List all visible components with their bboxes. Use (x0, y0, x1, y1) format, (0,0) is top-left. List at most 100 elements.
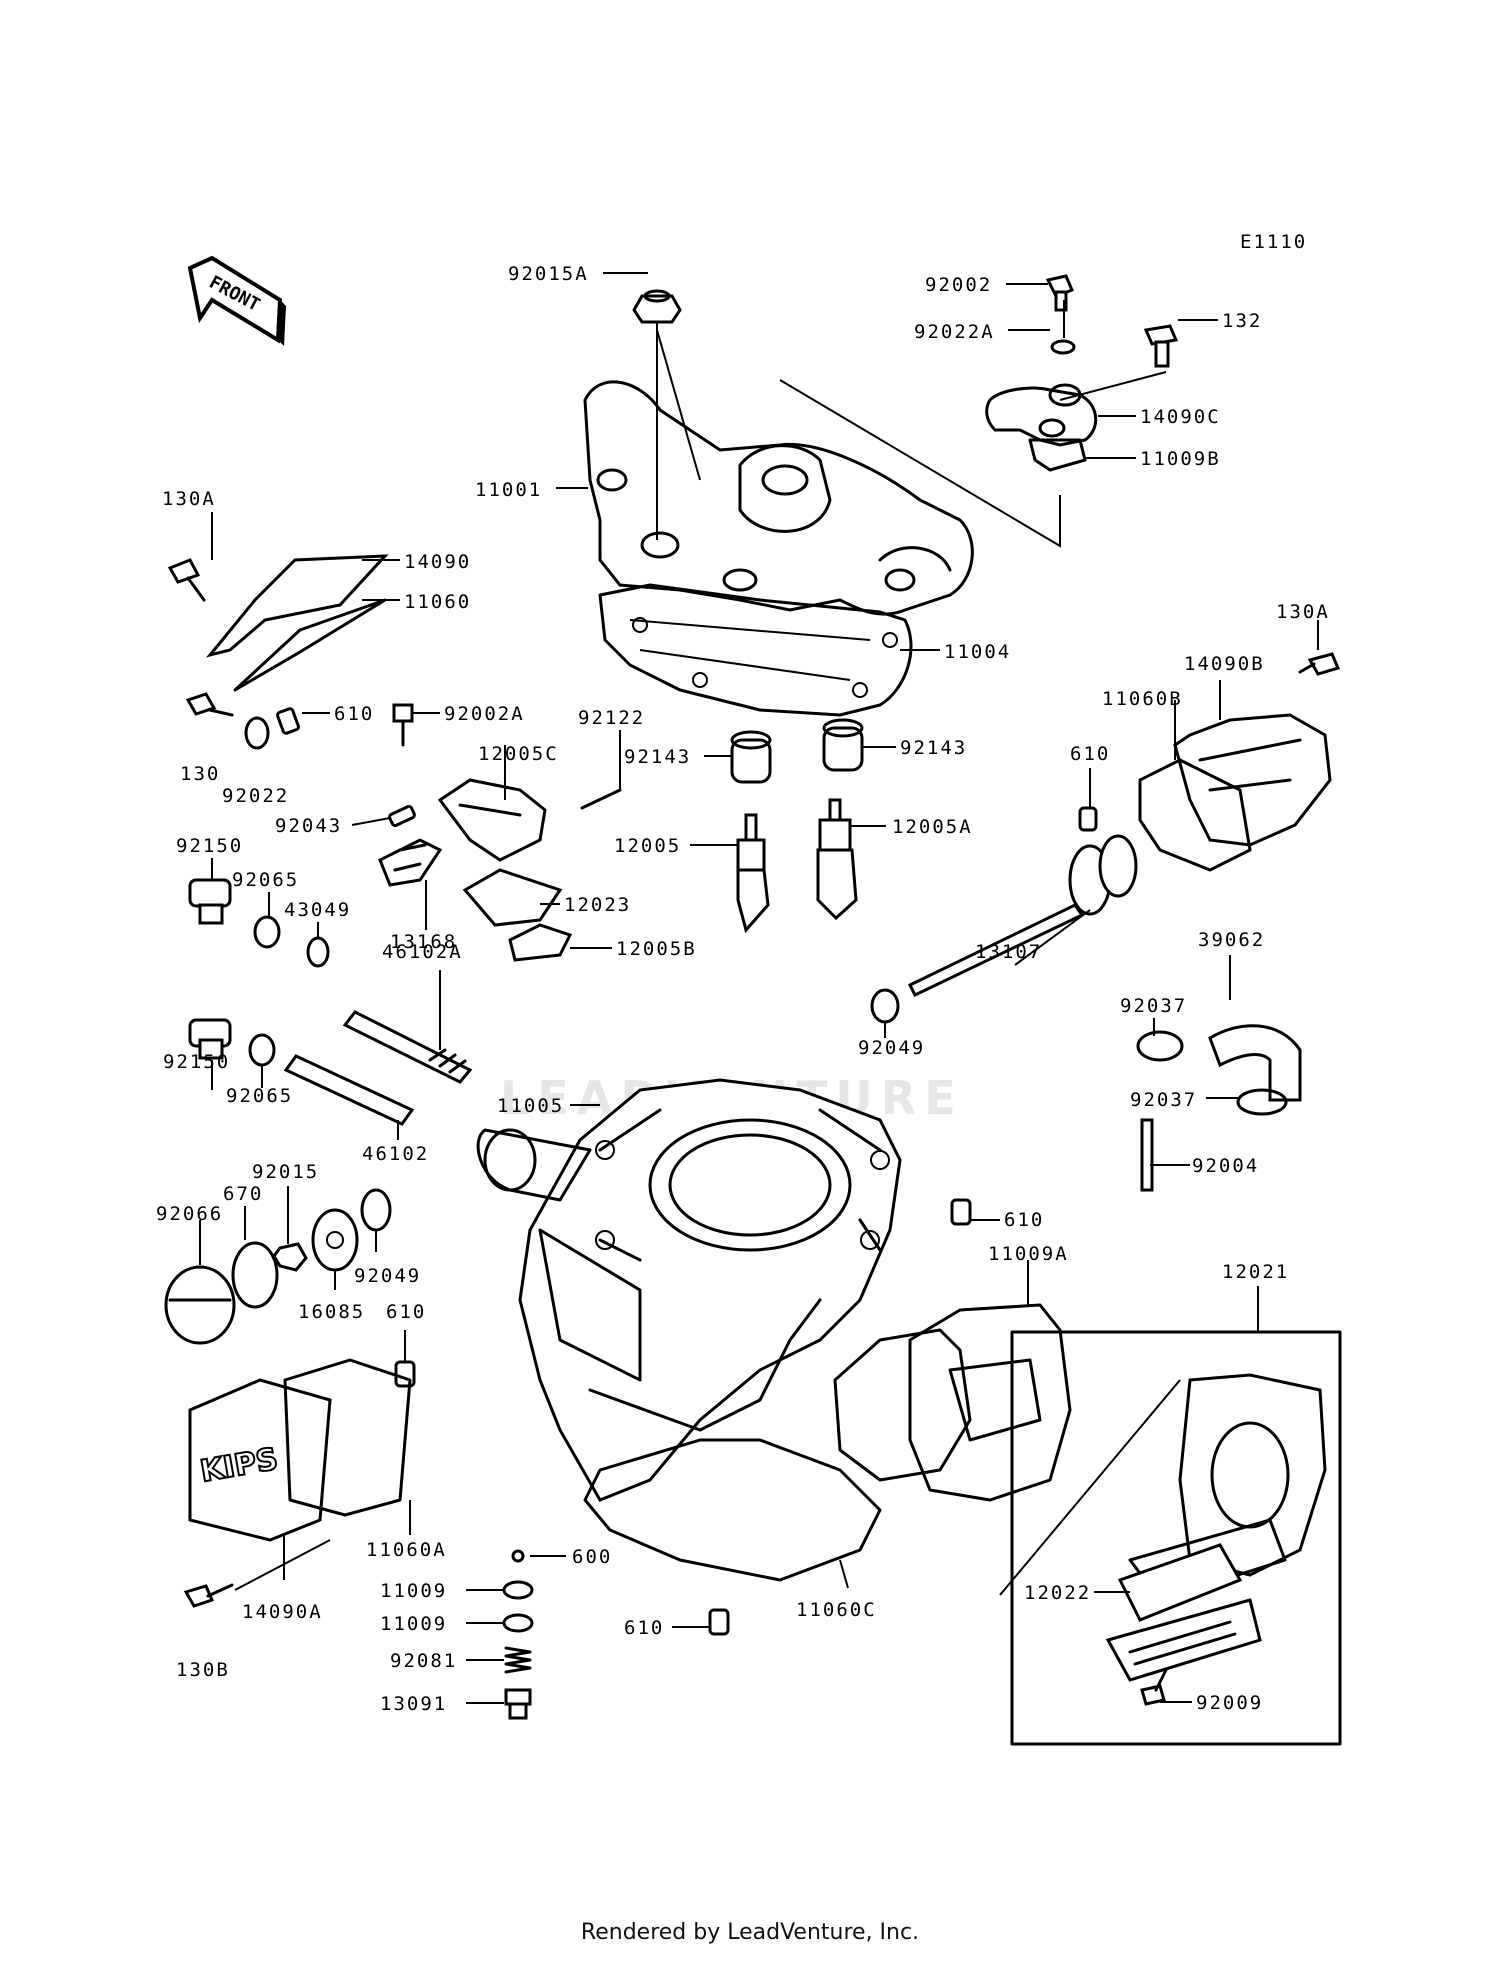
label-92043[interactable]: 92043 (275, 815, 342, 837)
label-610-a[interactable]: 610 (1070, 743, 1110, 765)
label-92122[interactable]: 92122 (578, 707, 645, 729)
cover-14090B[interactable] (1173, 713, 1332, 847)
label-92066[interactable]: 92066 (156, 1203, 223, 1225)
oring-43049[interactable] (306, 936, 330, 968)
label-92150-bottom[interactable]: 92150 (163, 1051, 230, 1073)
head-gasket-11004[interactable] (598, 583, 913, 717)
valve-12005C[interactable] (437, 778, 547, 862)
gasket-11060A[interactable] (283, 1358, 412, 1517)
gear-16085[interactable] (311, 1208, 359, 1272)
gasket-11009A[interactable] (908, 1303, 1072, 1502)
rod-46102[interactable] (283, 1054, 415, 1126)
reed-12022[interactable] (1117, 1543, 1243, 1622)
bolt-130A-right[interactable] (1298, 652, 1341, 676)
clamp-92037-top[interactable] (1136, 1030, 1184, 1062)
label-92065-bottom[interactable]: 92065 (226, 1085, 293, 1107)
label-11009-b[interactable]: 11009 (380, 1613, 447, 1635)
label-11001[interactable]: 11001 (475, 479, 542, 501)
label-14090[interactable]: 14090 (404, 551, 471, 573)
dowel-610-e[interactable] (708, 1608, 730, 1636)
base-gasket-11060C[interactable] (583, 1438, 882, 1582)
label-11004[interactable]: 11004 (944, 641, 1011, 663)
bolt-92002[interactable] (1045, 274, 1074, 312)
label-92065-top[interactable]: 92065 (232, 869, 299, 891)
spring-92081[interactable] (504, 1646, 532, 1674)
label-92002A[interactable]: 92002A (444, 703, 525, 725)
label-12005C[interactable]: 12005C (478, 743, 559, 765)
label-132[interactable]: 132 (1222, 310, 1262, 332)
label-92049-mid[interactable]: 92049 (858, 1037, 925, 1059)
cylinder-11005[interactable] (476, 1078, 902, 1502)
washer-92065-top[interactable] (253, 915, 281, 949)
label-92037-top[interactable]: 92037 (1120, 995, 1187, 1017)
label-130A-right[interactable]: 130A (1276, 601, 1330, 623)
label-14090C[interactable]: 14090C (1140, 406, 1221, 428)
bolt-92002A[interactable] (392, 703, 414, 747)
label-92022[interactable]: 92022 (222, 785, 289, 807)
dowel-610-a[interactable] (1078, 806, 1098, 832)
plug-13091[interactable] (504, 1688, 532, 1720)
label-92143-left[interactable]: 92143 (624, 746, 691, 768)
label-92015A[interactable]: 92015A (508, 263, 589, 285)
washer-92022[interactable] (244, 716, 270, 750)
bolt-132[interactable] (1143, 324, 1179, 368)
label-14090B[interactable]: 14090B (1184, 653, 1265, 675)
nut-92015[interactable] (272, 1242, 308, 1272)
rod-46102A[interactable] (342, 1010, 473, 1084)
collar-92143-left[interactable] (730, 730, 772, 784)
label-11060C[interactable]: 11060C (796, 1599, 877, 1621)
clamp-92037-bottom[interactable] (1236, 1088, 1288, 1116)
label-130B[interactable]: 130B (176, 1659, 230, 1681)
collar-92143-right[interactable] (822, 718, 864, 772)
label-600[interactable]: 600 (572, 1546, 612, 1568)
label-92022A[interactable]: 92022A (914, 321, 995, 343)
ball-600[interactable] (511, 1549, 525, 1563)
label-610-c[interactable]: 610 (386, 1301, 426, 1323)
oring-670[interactable] (231, 1241, 279, 1309)
seal-92049-low[interactable] (360, 1188, 392, 1232)
label-13168[interactable]: 13168 (390, 931, 457, 953)
washer-92022A[interactable] (1050, 339, 1076, 355)
stud-92004[interactable] (1140, 1118, 1154, 1192)
seal-92049-mid[interactable] (870, 988, 900, 1024)
gasket-11060B[interactable] (1138, 758, 1252, 872)
shaft-13107[interactable] (907, 834, 1138, 997)
bolt-130B[interactable] (183, 1583, 234, 1608)
label-92004[interactable]: 92004 (1192, 1155, 1259, 1177)
label-92009[interactable]: 92009 (1196, 1692, 1263, 1714)
label-12005B[interactable]: 12005B (616, 938, 697, 960)
label-92143-right[interactable]: 92143 (900, 737, 967, 759)
thermostat-gasket-11009B[interactable] (1028, 438, 1087, 472)
cover-14090[interactable] (205, 554, 389, 658)
label-130A-left[interactable]: 130A (162, 488, 216, 510)
plate-12023[interactable] (462, 868, 563, 927)
label-43049[interactable]: 43049 (284, 899, 351, 921)
dowel-610-b[interactable] (276, 707, 300, 735)
label-12005[interactable]: 12005 (614, 835, 681, 857)
cylinder-head-11001[interactable] (583, 380, 974, 616)
label-12022[interactable]: 12022 (1024, 1582, 1091, 1604)
plug-92150-bottom[interactable] (188, 1018, 232, 1060)
governor-12005A[interactable] (816, 798, 858, 921)
label-610-b[interactable]: 610 (334, 703, 374, 725)
label-92150-top[interactable]: 92150 (176, 835, 243, 857)
label-14090A[interactable]: 14090A (242, 1601, 323, 1623)
label-11060[interactable]: 11060 (404, 591, 471, 613)
gasket-11009A-inner[interactable] (833, 1328, 972, 1482)
label-39062[interactable]: 39062 (1198, 929, 1265, 951)
thermostat-cover-14090C[interactable] (985, 383, 1098, 447)
hose-39062[interactable] (1208, 1024, 1302, 1102)
label-13091[interactable]: 13091 (380, 1693, 447, 1715)
label-13107[interactable]: 13107 (975, 941, 1042, 963)
label-11009A[interactable]: 11009A (988, 1243, 1069, 1265)
valve-12005B[interactable] (508, 923, 573, 962)
washer-92065-bottom[interactable] (248, 1033, 276, 1067)
pin-92043[interactable] (388, 804, 416, 828)
label-46102[interactable]: 46102 (362, 1143, 429, 1165)
bolt-130[interactable] (185, 692, 234, 717)
label-12005A[interactable]: 12005A (892, 816, 973, 838)
cap-92066[interactable] (164, 1265, 236, 1345)
label-11005[interactable]: 11005 (497, 1095, 564, 1117)
label-46102A[interactable]: 46102A (382, 941, 463, 963)
plug-92150-top[interactable] (188, 878, 232, 925)
